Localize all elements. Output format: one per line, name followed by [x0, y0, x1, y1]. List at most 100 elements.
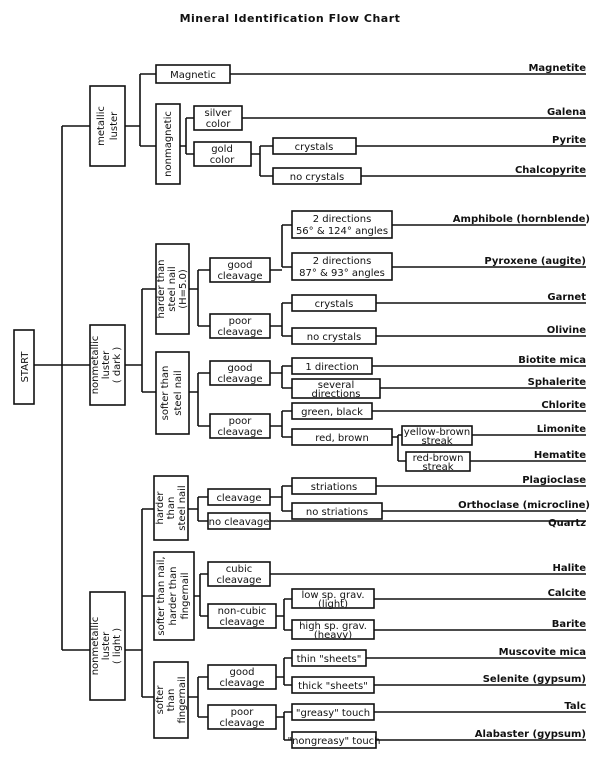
svg-text:87° & 93° angles: 87° & 93° angles: [299, 268, 385, 279]
svg-text:directions: directions: [311, 389, 360, 400]
greasy-touch-box: "greasy" touch: [291, 703, 375, 721]
thick-sheets-box: thick "sheets": [291, 676, 375, 694]
svg-text:than: than: [166, 689, 177, 712]
svg-text:color: color: [206, 119, 232, 130]
metallic-luster-box: metallic luster: [89, 85, 126, 167]
gold-no-crystals-box: no crystals: [272, 167, 362, 185]
light-no-cleavage-box: no cleavage: [207, 512, 271, 530]
green-black-box: green, black: [291, 402, 373, 420]
svg-text:yellow-brown: yellow-brown: [404, 427, 470, 438]
nonmetallic-light-box: nonmetallic luster ( light ): [89, 591, 126, 701]
svg-text:cleavage: cleavage: [219, 678, 264, 689]
dark-softer-good-cleavage-box: good cleavage: [209, 360, 271, 386]
gold-color-box: gold color: [193, 141, 252, 167]
svg-text:red, brown: red, brown: [315, 433, 369, 444]
svg-text:gold: gold: [211, 144, 233, 155]
several-directions-box: several directions: [291, 378, 381, 400]
svg-text:fingernail: fingernail: [180, 572, 191, 619]
svg-text:than: than: [166, 497, 177, 520]
high-specific-gravity-box: high sp. grav. (heavy): [291, 619, 375, 641]
svg-text:striations: striations: [311, 482, 358, 493]
svg-text:cleavage: cleavage: [219, 718, 264, 729]
svg-text:poor: poor: [231, 707, 255, 718]
nonmagnetic-box: nonmagnetic: [155, 103, 181, 185]
nonmetallic-dark-box: nonmetallic luster ( dark ): [89, 324, 126, 406]
mineral-olivine: Olivine: [547, 325, 586, 336]
svg-text:good: good: [228, 260, 253, 271]
chart-title: Mineral Identification Flow Chart: [180, 12, 401, 25]
noncubic-cleavage-box: non-cubic cleavage: [207, 603, 277, 629]
svg-text:cleavage: cleavage: [217, 374, 262, 385]
svg-text:no crystals: no crystals: [307, 332, 361, 343]
svg-text:high sp. grav.: high sp. grav.: [299, 621, 367, 632]
svg-text:good: good: [230, 667, 255, 678]
svg-text:harder than: harder than: [156, 260, 167, 319]
svg-text:Magnetic: Magnetic: [170, 70, 216, 81]
svg-text:steel nail: steel nail: [177, 485, 188, 530]
svg-text:thick "sheets": thick "sheets": [298, 681, 368, 692]
svg-text:cleavage: cleavage: [217, 271, 262, 282]
svg-text:no cleavage: no cleavage: [209, 517, 270, 528]
svg-text:steel nail: steel nail: [173, 370, 184, 415]
svg-text:2 directions: 2 directions: [313, 214, 372, 225]
light-cleavage-box: cleavage: [207, 488, 271, 506]
no-striations-box: no striations: [291, 502, 383, 520]
light-softer-box: softer than fingernail: [153, 661, 189, 739]
svg-text:(heavy): (heavy): [314, 630, 352, 641]
svg-text:harder than: harder than: [168, 567, 179, 626]
svg-text:( light ): ( light ): [112, 628, 123, 664]
mineral-talc: Talc: [564, 701, 586, 712]
svg-text:56° & 124° angles: 56° & 124° angles: [296, 226, 388, 237]
svg-text:cleavage: cleavage: [217, 327, 262, 338]
svg-text:harder: harder: [155, 491, 166, 525]
svg-text:(H=5.0): (H=5.0): [178, 269, 189, 309]
mineral-calcite: Calcite: [548, 588, 587, 599]
svg-text:crystals: crystals: [295, 142, 334, 153]
svg-text:non-cubic: non-cubic: [218, 606, 267, 617]
svg-text:nonmagnetic: nonmagnetic: [163, 111, 174, 177]
mineral-amphibole: Amphibole (hornblende): [453, 214, 590, 225]
svg-text:color: color: [210, 155, 236, 166]
svg-text:silver: silver: [205, 108, 233, 119]
svg-text:crystals: crystals: [315, 299, 354, 310]
svg-text:cubic: cubic: [226, 564, 252, 575]
mineral-garnet: Garnet: [547, 292, 586, 303]
light-mid-hardness-box: softer than nail, harder than fingernail: [153, 551, 195, 641]
svg-text:2 directions: 2 directions: [313, 256, 372, 267]
mineral-galena: Galena: [547, 107, 586, 118]
mineral-plagioclase: Plagioclase: [522, 475, 586, 486]
light-softer-poor-cleavage-box: poor cleavage: [207, 704, 277, 730]
svg-text:"greasy" touch: "greasy" touch: [296, 708, 370, 719]
svg-text:steel nail: steel nail: [167, 266, 178, 311]
svg-text:streak: streak: [422, 462, 453, 473]
svg-text:cleavage: cleavage: [216, 575, 261, 586]
mineral-pyrite: Pyrite: [552, 135, 586, 146]
mineral-halite: Halite: [552, 563, 586, 574]
silver-color-box: silver color: [193, 105, 243, 131]
svg-text:green, black: green, black: [301, 407, 363, 418]
gold-crystals-box: crystals: [272, 137, 357, 155]
magnetic-box: Magnetic: [155, 64, 231, 84]
yellow-brown-streak-box: yellow-brown streak: [401, 425, 473, 447]
dark-harder-box: harder than steel nail (H=5.0): [155, 243, 190, 335]
light-softer-good-cleavage-box: good cleavage: [207, 664, 277, 690]
mineral-magnetite: Magnetite: [528, 63, 586, 74]
mineral-lines: [230, 73, 586, 741]
svg-text:no crystals: no crystals: [290, 172, 344, 183]
start-box: START: [13, 329, 35, 405]
svg-text:luster: luster: [101, 631, 112, 660]
thin-sheets-box: thin "sheets": [291, 649, 367, 667]
mineral-sphalerite: Sphalerite: [528, 377, 587, 388]
red-brown-box: red, brown: [291, 428, 393, 446]
two-directions-56-box: 2 directions 56° & 124° angles: [291, 210, 393, 239]
mineral-chalcopyrite: Chalcopyrite: [515, 165, 586, 176]
dark-crystals-box: crystals: [291, 294, 377, 312]
one-direction-box: 1 direction: [291, 357, 373, 375]
svg-text:low sp. grav.: low sp. grav.: [301, 590, 364, 601]
svg-text:nonmetallic: nonmetallic: [90, 617, 101, 676]
dark-harder-poor-cleavage-box: poor cleavage: [209, 313, 271, 339]
striations-box: striations: [291, 477, 377, 495]
low-specific-gravity-box: low sp. grav. (light): [291, 588, 375, 610]
mineral-names: Magnetite Galena Pyrite Chalcopyrite Amp…: [453, 63, 590, 740]
